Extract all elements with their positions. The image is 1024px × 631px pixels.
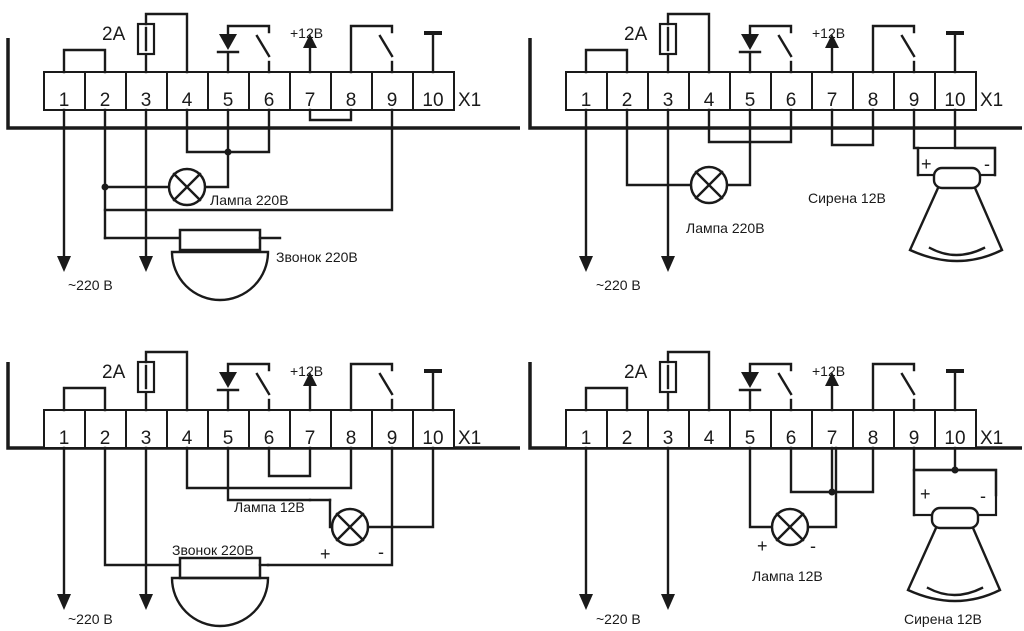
- connector-label: X1: [980, 90, 1003, 111]
- lamp-label: Лампа 12В: [234, 499, 305, 515]
- mains-label: ~220 В: [596, 277, 641, 293]
- plus-label: +: [757, 536, 768, 556]
- bell-icon: [178, 228, 262, 252]
- terminal-2: 2: [100, 90, 111, 111]
- minus-label: -: [810, 536, 816, 556]
- supply-label: +12В: [812, 363, 845, 379]
- terminal-1: 1: [581, 428, 592, 449]
- terminal-3: 3: [663, 90, 674, 111]
- terminal-5: 5: [745, 428, 756, 449]
- terminal-10: 10: [422, 428, 443, 449]
- terminal-2: 2: [100, 428, 111, 449]
- terminal-4: 4: [182, 428, 193, 449]
- lamp-label: Лампа 12В: [752, 568, 823, 584]
- terminal-6: 6: [264, 90, 275, 111]
- minus-label: -: [980, 486, 986, 506]
- terminal-7: 7: [305, 90, 316, 111]
- terminal-9: 9: [387, 90, 398, 111]
- terminal-2: 2: [622, 428, 633, 449]
- plus-label: +: [320, 544, 331, 564]
- fuse-label: 2A: [102, 24, 126, 45]
- terminal-9: 9: [909, 428, 920, 449]
- connector-label: X1: [458, 428, 481, 449]
- terminal-7: 7: [305, 428, 316, 449]
- terminal-5: 5: [745, 90, 756, 111]
- terminal-4: 4: [704, 428, 715, 449]
- terminal-9: 9: [387, 428, 398, 449]
- terminal-numbers-1: 1 2 3 4 5 6 7 8 9 10: [59, 90, 444, 111]
- connector-label: X1: [458, 90, 481, 111]
- plus-label: +: [921, 154, 932, 174]
- mains-label: ~220 В: [596, 611, 641, 627]
- terminal-10: 10: [944, 90, 965, 111]
- terminal-1: 1: [59, 428, 70, 449]
- siren-label: Сирена 12В: [904, 611, 982, 627]
- terminal-8: 8: [868, 90, 879, 111]
- fuse-label: 2A: [624, 24, 648, 45]
- terminal-10: 10: [944, 428, 965, 449]
- fuse-label: 2A: [102, 362, 126, 383]
- mains-label: ~220 В: [68, 611, 113, 627]
- fuse-label: 2A: [624, 362, 648, 383]
- terminal-5: 5: [223, 428, 234, 449]
- terminal-7: 7: [827, 90, 838, 111]
- plus-label: +: [920, 484, 931, 504]
- supply-label: +12В: [812, 25, 845, 41]
- terminal-9: 9: [909, 90, 920, 111]
- terminal-numbers-2: 1 2 3 4 5 6 7 8 9 10: [581, 90, 966, 111]
- terminal-5: 5: [223, 90, 234, 111]
- supply-label: +12В: [290, 363, 323, 379]
- terminal-1: 1: [59, 90, 70, 111]
- terminal-6: 6: [264, 428, 275, 449]
- terminal-3: 3: [141, 90, 152, 111]
- terminal-7: 7: [827, 428, 838, 449]
- siren-label: Сирена 12В: [808, 190, 886, 206]
- terminal-8: 8: [346, 90, 357, 111]
- bell-label: Звонок 220В: [172, 542, 254, 558]
- bell-label: Звонок 220В: [276, 249, 358, 265]
- terminal-8: 8: [346, 428, 357, 449]
- supply-label: +12В: [290, 25, 323, 41]
- diagram-3: 1 2 3 4 5 6 7 8 9 10 X1 2A +12В + - Ламп…: [6, 350, 520, 628]
- lamp-label: Лампа 220В: [210, 192, 289, 208]
- terminal-1: 1: [581, 90, 592, 111]
- terminal-10: 10: [422, 90, 443, 111]
- siren-icon: [932, 166, 982, 190]
- terminal-2: 2: [622, 90, 633, 111]
- diagram-4: 1 2 3 4 5 6 7 8 9 10 X1 2A +12В + - +: [528, 350, 1022, 627]
- terminal-3: 3: [663, 428, 674, 449]
- diagram-1: 1 2 3 4 5 6 7 8 9 10 X1 2A +12В Лампа 22…: [6, 12, 520, 302]
- minus-label: -: [984, 154, 990, 174]
- diagram-2: 1 2 3 4 5 6 7 8 9 10 X1 2A +12В + - Сире…: [528, 12, 1022, 293]
- terminal-4: 4: [182, 90, 193, 111]
- terminal-3: 3: [141, 428, 152, 449]
- bell-icon: [178, 556, 262, 580]
- terminal-4: 4: [704, 90, 715, 111]
- connector-label: X1: [980, 428, 1003, 449]
- lamp-label: Лампа 220В: [686, 220, 765, 236]
- terminal-numbers-3: 1 2 3 4 5 6 7 8 9 10: [59, 428, 444, 449]
- terminal-8: 8: [868, 428, 879, 449]
- terminal-6: 6: [786, 428, 797, 449]
- siren-icon: [930, 506, 980, 530]
- minus-label: -: [378, 542, 384, 562]
- terminal-numbers-4: 1 2 3 4 5 6 7 8 9 10: [581, 428, 966, 449]
- terminal-6: 6: [786, 90, 797, 111]
- mains-label: ~220 В: [68, 277, 113, 293]
